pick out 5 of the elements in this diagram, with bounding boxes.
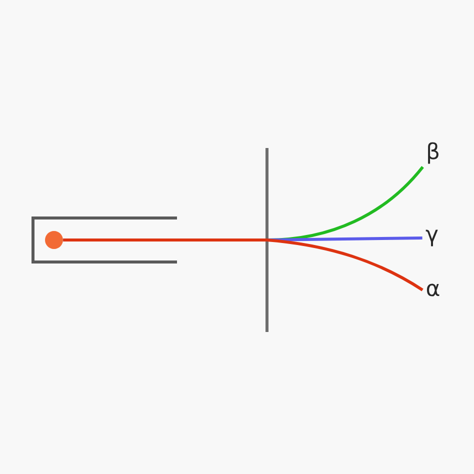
beam-line: [63, 238, 424, 292]
source-dot: [45, 231, 63, 249]
symbol-label: α: [426, 284, 440, 296]
symbol-label: γ: [426, 230, 438, 246]
symbol-label: β: [428, 142, 438, 164]
